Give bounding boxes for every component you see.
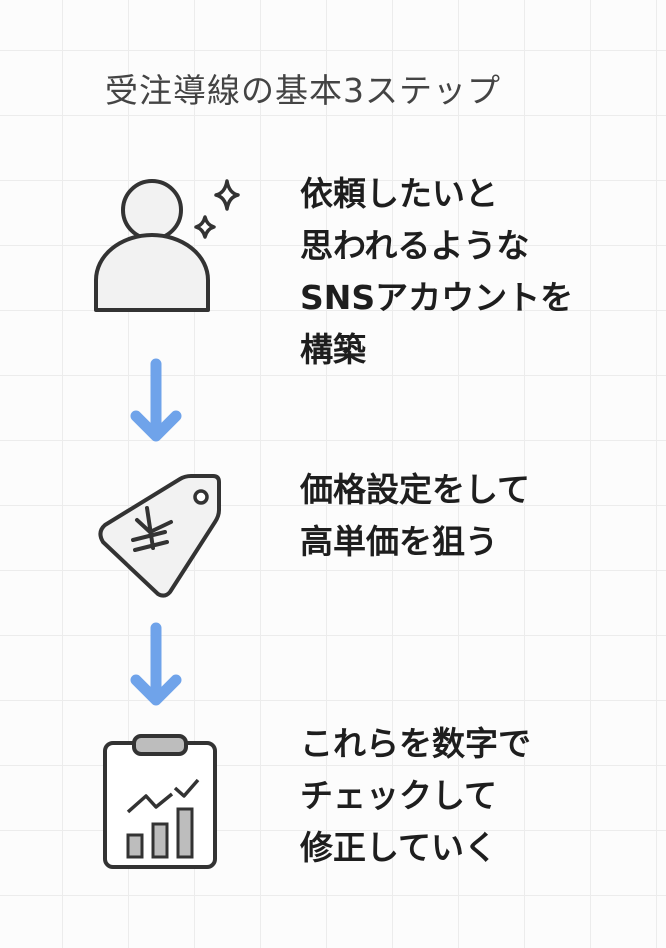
step-1-text: 依頼したいと 思われるような SNSアカウントを 構築 — [300, 174, 574, 369]
arrow-down-icon — [130, 358, 182, 442]
clipboard-chart-icon — [103, 734, 217, 869]
step-3-text: これらを数字で チェックして 修正していく — [300, 724, 531, 867]
arrow-down-icon — [130, 622, 182, 706]
page-title: 受注導線の基本3ステップ — [105, 71, 501, 110]
person-sparkle-icon — [94, 179, 240, 312]
step-2-text: 価格設定をして 高単価を狙う — [300, 470, 531, 561]
yen-price-tag-icon — [98, 474, 221, 598]
